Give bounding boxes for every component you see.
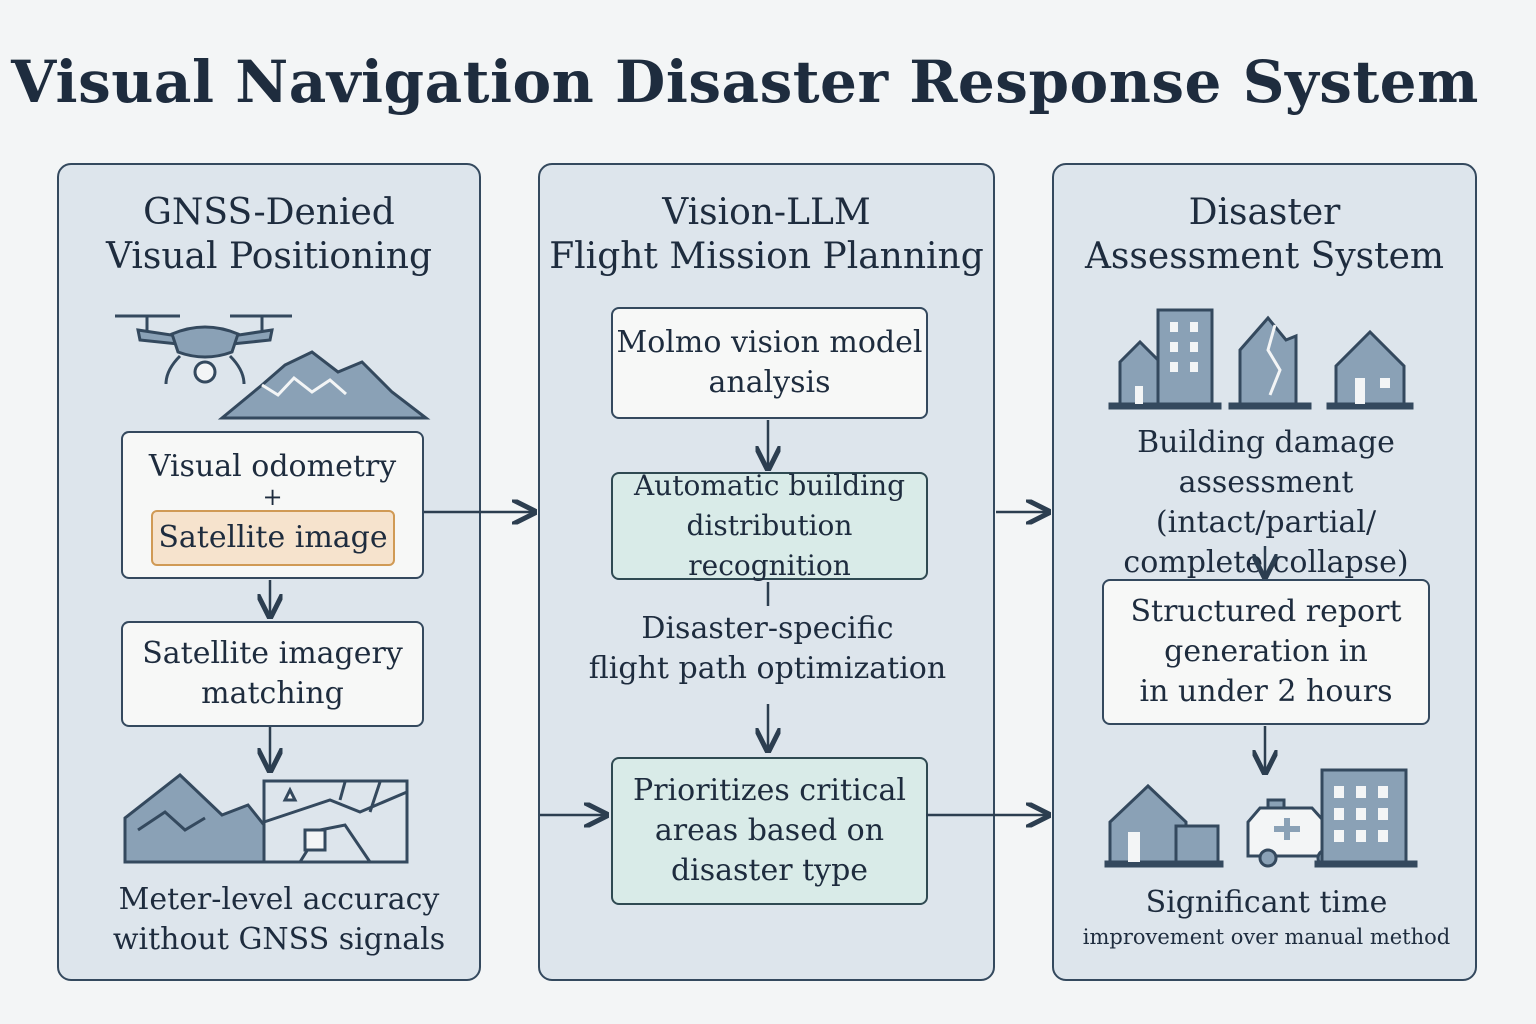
diagram-title: Visual Navigation Disaster Response Syst… xyxy=(11,48,1479,116)
panel-visual-positioning: GNSS-Denied Visual Positioning Visual od… xyxy=(57,163,481,981)
building-recognition-box: Automatic building distribution recognit… xyxy=(611,469,928,582)
satellite-image-label: Satellite image xyxy=(158,520,388,555)
visual-odometry-label: Visual odometry xyxy=(148,449,397,484)
satellite-matching-box: Satellite imagery matching xyxy=(121,621,424,727)
flight-path-label: Disaster-specific flight path optimizati… xyxy=(588,611,947,686)
report-generation-box: Structured report generation in in under… xyxy=(1102,579,1430,725)
plus-sign: + xyxy=(262,483,283,511)
satellite-image-box: Satellite image xyxy=(151,510,395,566)
visual-odometry-box: Visual odometry + Satellite image xyxy=(121,431,424,579)
accuracy-label: Meter-level accuracy without GNSS signal… xyxy=(112,882,446,957)
damage-assessment-label: Building damage assessment (intact/parti… xyxy=(1123,425,1409,580)
molmo-analysis-box: Molmo vision model analysis xyxy=(611,307,928,419)
prioritize-areas-box: Prioritizes critical areas based on disa… xyxy=(611,757,928,905)
panel-heading-visual-positioning: GNSS-Denied Visual Positioning xyxy=(106,192,432,277)
time-improvement-label: Significant time improvement over manual… xyxy=(1082,885,1451,949)
panel-heading-disaster-assessment: Disaster Assessment System xyxy=(1084,192,1445,277)
panel-disaster-assessment: Disaster Assessment System Building dama… xyxy=(1052,163,1477,981)
panel-heading-flight-planning: Vision-LLM Flight Mission Planning xyxy=(549,192,984,277)
panel-flight-planning: Vision-LLM Flight Mission Planning Molmo… xyxy=(538,163,995,981)
